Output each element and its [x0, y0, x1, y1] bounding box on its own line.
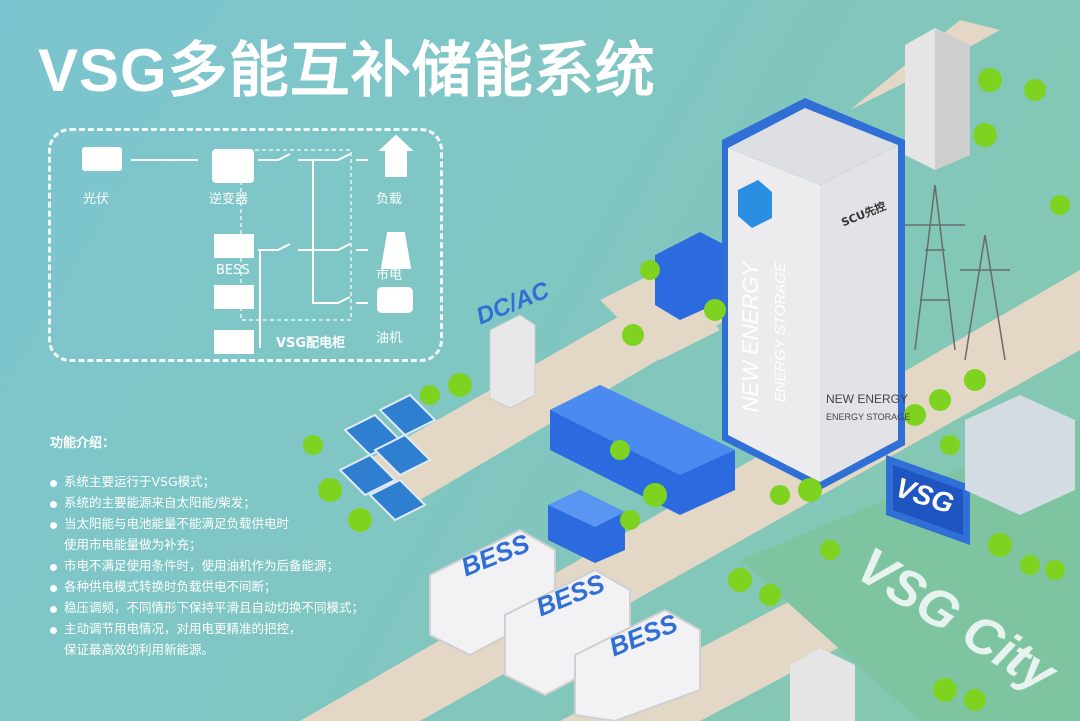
generator-label: 油机 — [376, 331, 403, 346]
vsg-sign — [886, 455, 970, 545]
feature-item: 市电不满足使用条件时，使用油机作为后备能源； — [50, 555, 364, 576]
trees — [303, 68, 1070, 711]
bess-label: BESS — [216, 263, 250, 278]
apartment-buildings — [790, 28, 970, 721]
cabinet-front-text: NEW ENERGY — [826, 392, 909, 406]
solar-panel-icon — [82, 147, 122, 171]
grid-label: 市电 — [376, 268, 403, 283]
bess-containers — [429, 528, 701, 721]
feature-list: 功能介绍： 系统主要运行于VSG模式； 系统的主要能源来自太阳能/柴发； 当太阳… — [50, 432, 364, 660]
load-label: 负载 — [376, 192, 403, 207]
bess-icon — [214, 330, 254, 354]
bess-icon — [214, 234, 254, 258]
cabinet-side-text: ENERGY STORAGE — [772, 262, 789, 403]
page-title: VSG多能互补储能系统 — [38, 37, 656, 104]
feature-item: 系统主要运行于VSG模式； — [50, 471, 364, 492]
feature-item: 主动调节用电情况，对用电更精准的把控，保证最高效的利用新能源。 — [50, 618, 364, 660]
blue-buildings — [548, 232, 735, 563]
house-icon — [378, 134, 414, 177]
energy-storage-cabinet — [722, 98, 905, 490]
distribution-cabinet-box — [240, 149, 352, 321]
transformer — [965, 395, 1075, 515]
dcac-cabinet — [489, 314, 536, 409]
bess-icon — [214, 285, 254, 309]
feature-item: 稳压调频，不同情形下保持平滑且自动切换不同模式； — [50, 597, 364, 618]
diagram-wiring — [82, 134, 414, 354]
feature-item: 各种供电模式转换时负载供电不间断； — [50, 576, 364, 597]
solar-panels — [338, 393, 437, 522]
power-towers — [905, 184, 1010, 361]
cabinet-front-text: ENERGY STORAGE — [826, 412, 911, 422]
system-diagram — [48, 128, 443, 362]
inverter-icon — [212, 149, 254, 183]
feature-item: 系统的主要能源来自太阳能/柴发； — [50, 492, 364, 513]
pv-label: 光伏 — [83, 192, 110, 207]
generator-icon — [377, 287, 413, 313]
feature-heading: 功能介绍： — [50, 436, 116, 451]
grid-tower-icon — [380, 232, 412, 269]
feature-item: 当太阳能与电池能量不能满足负载供电时使用市电能量做为补充； — [50, 513, 364, 555]
cabinet-side-text: NEW ENERGY — [738, 262, 763, 413]
inverter-label: 逆变器 — [209, 192, 249, 207]
cabinet-label: VSG配电柜 — [276, 336, 346, 351]
